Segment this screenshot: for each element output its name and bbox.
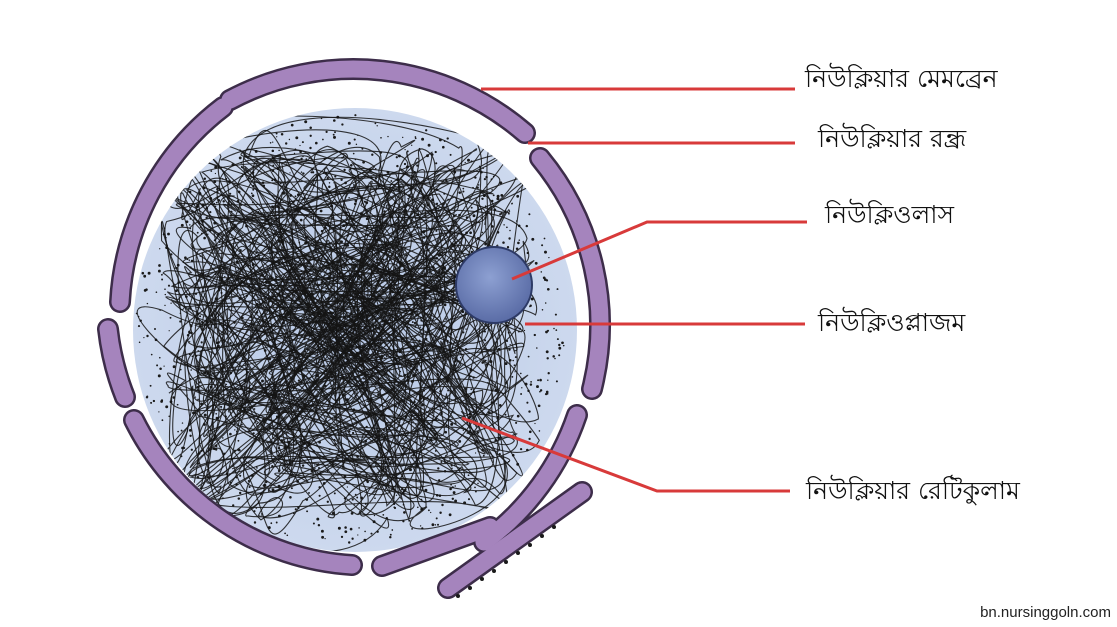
- nucleolus: [455, 246, 533, 324]
- watermark: bn.nursinggoln.com: [980, 604, 1111, 621]
- leader-line-reticulum: [461, 416, 790, 493]
- label-nuclear-membrane: নিউক্লিয়ার মেমব্রেন: [805, 64, 998, 93]
- label-nuclear-reticulum: নিউক্লিয়ার রেটিকুলাম: [806, 476, 1020, 505]
- leader-line-nucleolus: [511, 220, 807, 281]
- label-nuclear-pore: নিউক্লিয়ার রন্ধ্র: [818, 124, 967, 153]
- label-nucleoplasm: নিউক্লিওপ্লাজম: [818, 308, 966, 337]
- label-nucleolus: নিউক্লিওলাস: [825, 200, 955, 229]
- nuclear-membrane: [97, 58, 611, 599]
- er-ribosomes: [456, 525, 556, 598]
